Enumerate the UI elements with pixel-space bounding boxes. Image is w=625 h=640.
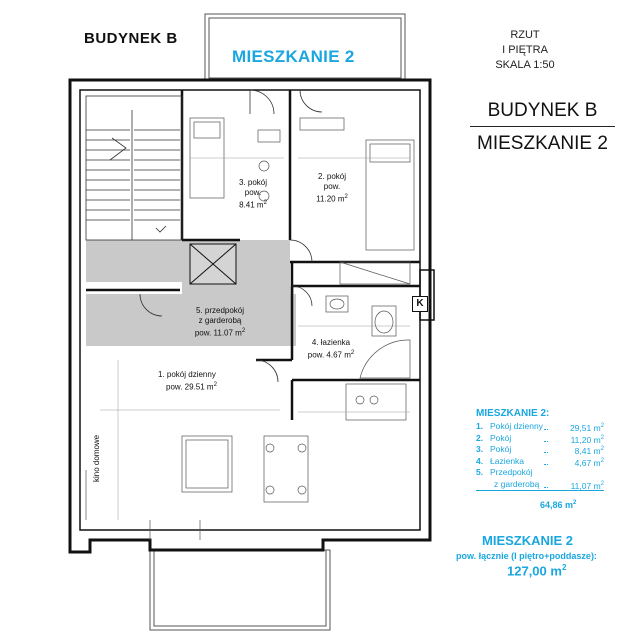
floor-label: I PIĘTRA: [502, 44, 548, 56]
legend-value: 11,20 m2: [570, 434, 604, 445]
rzut-label: RZUT: [510, 29, 540, 41]
building-label-right: BUDYNEK B: [487, 100, 598, 121]
room2-label: 2. pokój pow. 11.20 m2: [305, 172, 359, 205]
legend-name: z garderobą: [494, 478, 540, 489]
summary-title: MIESZKANIE 2: [482, 533, 574, 548]
hallway-fill: [86, 294, 296, 346]
legend-total: 64,86 m2: [540, 500, 577, 510]
legend-num: 1.: [476, 421, 484, 431]
legend-name: Przedpokój: [490, 467, 533, 477]
legend-table: 1. Pokój dzienny 29,51 m2 2. Pokój 11,20…: [476, 421, 604, 491]
apartment-label-right: MIESZKANIE 2: [477, 133, 608, 154]
room1-label-line1: 1. pokój dzienny: [158, 370, 216, 379]
legend-row: 1. Pokój dzienny 29,51 m2: [476, 421, 604, 433]
room5-label: 5. przedpokój z garderobą pow. 11.07 m2: [180, 306, 260, 339]
legend-num: 3.: [476, 444, 484, 454]
room2-label-line3: 11.20 m2: [316, 194, 348, 204]
living-furniture: [85, 383, 407, 540]
legend-leader: [544, 486, 548, 488]
room3-label: 3. pokój pow. 8.41 m2: [228, 178, 278, 211]
legend-row: 3. Pokój 8,41 m2: [476, 444, 604, 456]
room3-label-line3: 8.41 m2: [239, 200, 267, 210]
room2-furniture: [299, 117, 415, 285]
top-balcony: [204, 13, 406, 81]
dimension-lines: [100, 157, 410, 520]
room4-label-line1: 4. łazienka: [311, 338, 351, 347]
title-divider: [470, 126, 615, 127]
room1-label-line2: pow. 29.51 m2: [166, 382, 217, 392]
legend-value: 11,07 m2: [570, 480, 604, 491]
room2-label-line1: 2. pokój: [317, 172, 347, 181]
shaft: [189, 243, 237, 285]
legend-name: Pokój dzienny: [490, 421, 543, 431]
room1-label: 1. pokój dzienny pow. 29.51 m2: [158, 370, 248, 393]
legend-name: Łazienka: [490, 455, 525, 466]
room5-label-line2: z garderobą: [198, 316, 242, 325]
home-cinema-label: kino domowe: [92, 434, 101, 482]
room3-label-line1: 3. pokój: [238, 178, 268, 187]
legend-num: 2.: [476, 432, 484, 443]
room4-label: 4. łazienka pow. 4.67 m2: [298, 338, 364, 361]
legend-title: MIESZKANIE 2:: [476, 408, 550, 419]
room4-label-line2: pow. 4.67 m2: [307, 350, 355, 360]
room3-label-line2: pow.: [244, 188, 262, 197]
legend-name: Pokój: [490, 432, 512, 443]
legend-name: Pokój: [490, 444, 512, 454]
summary-area: 127,00 m2: [507, 563, 567, 579]
legend-row: z garderobą 11,07 m2: [476, 478, 604, 491]
stair-landing-fill: [86, 240, 182, 282]
legend-num: 4.: [476, 455, 484, 466]
room5-label-line1: 5. przedpokój: [195, 306, 245, 315]
legend-value: 8,41 m2: [574, 445, 604, 456]
legend-leader: [544, 429, 548, 430]
legend-row: 4. Łazienka 4,67 m2: [476, 456, 604, 468]
legend-leader: [544, 452, 548, 453]
legend-value: 29,51 m2: [569, 422, 604, 433]
bathroom-fixtures: [325, 295, 411, 379]
apartment-title: MIESZKANIE 2: [232, 47, 355, 66]
summary-subtitle: pow. łącznie (I piętro+poddasze):: [456, 551, 597, 561]
outer-walls: [68, 78, 435, 554]
bottom-balcony: [149, 549, 331, 631]
building-label-left: BUDYNEK B: [84, 30, 178, 47]
plan-caption: RZUT I PIĘTRA SKALA 1:50: [470, 28, 580, 73]
doors: [139, 89, 323, 383]
room2-label-line2: pow.: [323, 182, 341, 191]
k-box: K: [412, 296, 428, 312]
staircase: [85, 95, 183, 241]
room5-label-line3: pow. 11.07 m2: [194, 328, 246, 338]
legend-value: 4,67 m2: [574, 457, 604, 468]
legend-num: 5.: [476, 467, 484, 477]
legend-leader: [544, 463, 548, 465]
legend-leader: [544, 440, 548, 442]
scale-label: SKALA 1:50: [495, 59, 555, 71]
legend-row: 2. Pokój 11,20 m2: [476, 433, 604, 445]
legend-row: 5. Przedpokój: [476, 467, 604, 479]
